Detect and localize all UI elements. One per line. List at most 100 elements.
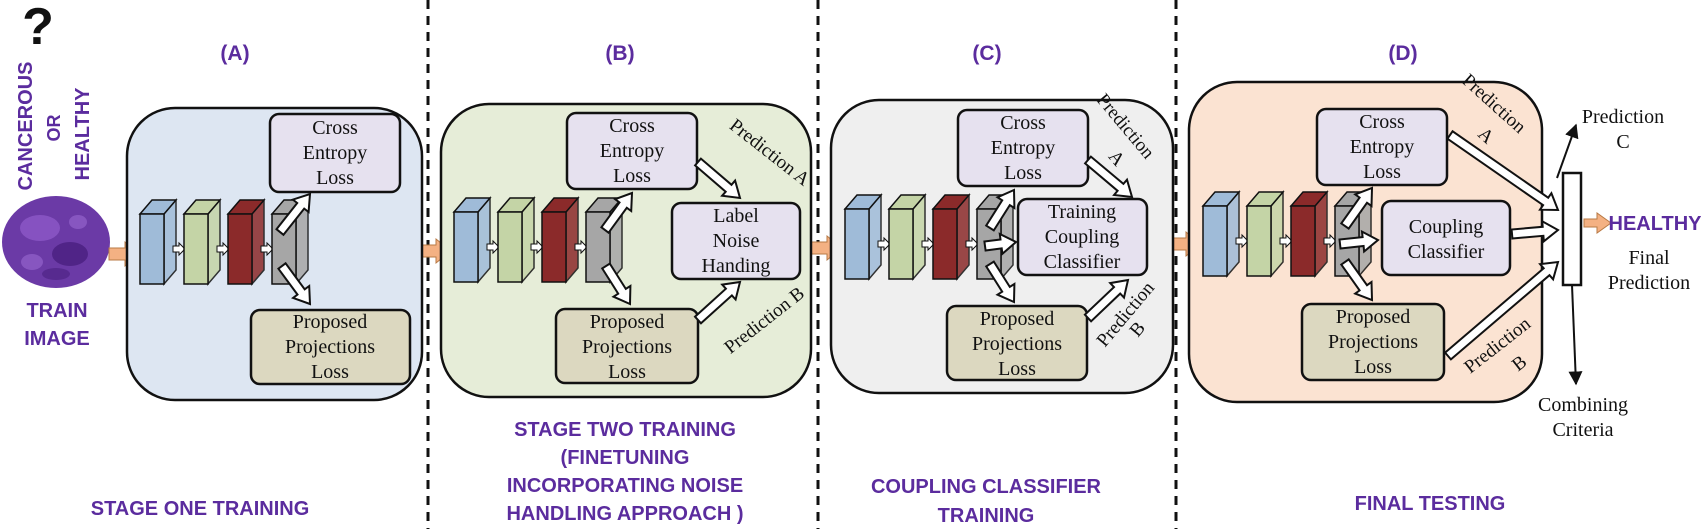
cnn-layer	[844, 208, 870, 280]
cnn-backbone-d	[1201, 189, 1373, 279]
panel-b-stage-title-4: HANDLING APPROACH )	[506, 503, 743, 525]
panel-b-ce-line3: Loss	[613, 165, 651, 187]
panel-d-stage-title: FINAL TESTING	[1355, 493, 1506, 515]
stage-separators	[426, 0, 1178, 529]
panel-d-module-line2: Classifier	[1408, 241, 1485, 263]
train-label-line1: TRAIN	[26, 300, 87, 322]
panel-b-ce-line2: Entropy	[600, 140, 664, 162]
cnn-layer	[139, 213, 165, 285]
flow-arrow	[600, 191, 634, 235]
flow-arrow	[1338, 229, 1380, 254]
panel-c-pp-line1: Proposed	[980, 308, 1054, 330]
cnn-connector-arrow	[216, 241, 230, 257]
panel-d-flow-arrows	[1338, 129, 1560, 361]
flow-arrow	[1446, 129, 1560, 212]
flow-arrow	[1339, 258, 1374, 302]
prediction-c-line2: C	[1616, 131, 1629, 153]
flow-arrow	[984, 188, 1016, 232]
panel-c-letter: (C)	[972, 42, 1001, 65]
panel-a-ce-line1: Cross	[312, 117, 358, 139]
flow-arrow	[983, 232, 1018, 256]
train-image	[2, 196, 110, 288]
flow-arrow	[600, 262, 632, 306]
cnn-layer	[497, 211, 523, 283]
panel-c-stage-title-1: COUPLING CLASSIFIER	[871, 476, 1102, 498]
cnn-layer	[1202, 205, 1228, 277]
panel-d: (D) Cross Entropy Loss Proposed Projecti…	[1187, 42, 1701, 515]
panel-c-stage-title-2: TRAINING	[938, 505, 1035, 527]
panel-c-module-line1: Training	[1048, 201, 1116, 223]
panel-a-flow-arrows	[275, 192, 312, 306]
combining-criteria-line1: Combining	[1538, 394, 1628, 416]
cnn-connector-arrow	[530, 239, 544, 255]
flow-arrow	[1510, 219, 1560, 244]
cnn-connector-arrow	[1279, 233, 1293, 249]
panel-a-ce-line3: Loss	[316, 167, 354, 189]
panel-b-pp-line2: Projections	[582, 336, 672, 358]
combining-criteria-line2: Criteria	[1552, 419, 1613, 441]
arrow-to-prediction-c	[1556, 123, 1579, 179]
flow-arrow	[277, 261, 312, 306]
panel-c-pp-line3: Loss	[998, 358, 1036, 380]
prediction-c-line1: Prediction	[1582, 106, 1664, 128]
panel-b-ce-line1: Cross	[609, 115, 655, 137]
cnn-connector-arrow	[260, 241, 274, 257]
cnn-layer	[227, 213, 253, 285]
flow-arrow	[693, 157, 742, 200]
panel-c-pp-line2: Projections	[972, 333, 1062, 355]
panel-c-module-line3: Classifier	[1044, 251, 1121, 273]
panel-b-module-line2: Noise	[713, 230, 760, 252]
combiner-bar	[1561, 171, 1583, 287]
flow-arrow	[275, 192, 312, 237]
side-label-healthy: HEALTHY	[72, 87, 94, 181]
panel-a-letter: (A)	[220, 42, 249, 65]
panel-b-module-line3: Handing	[702, 255, 771, 277]
panel-d-coupling-classifier-box	[1380, 199, 1512, 277]
cnn-connector-arrow	[172, 241, 186, 257]
cnn-connector-arrow	[921, 236, 935, 252]
panel-b-stage-title-1: STAGE TWO TRAINING	[514, 419, 736, 441]
panel-d-letter: (D)	[1388, 42, 1417, 65]
panel-b: (B) Cross Entropy Loss Proposed Projecti…	[439, 42, 814, 525]
flow-arrow	[1083, 155, 1134, 199]
panel-b-stage-title-3: INCORPORATING NOISE	[507, 475, 743, 497]
question-mark-icon: ?	[22, 0, 54, 56]
cnn-connector-arrow	[574, 239, 588, 255]
panel-c-projections-box	[945, 304, 1089, 382]
panel-d-module-line1: Coupling	[1409, 216, 1483, 238]
train-label-line2: IMAGE	[24, 328, 90, 350]
panel-d-pp-line2: Projections	[1328, 331, 1418, 353]
flow-arrow	[1443, 260, 1560, 361]
flow-arrow	[1083, 278, 1130, 323]
panel-c-ce-line1: Cross	[1000, 112, 1046, 134]
panel-a-projections-box	[249, 308, 412, 386]
panel-d-pp-line1: Proposed	[1336, 306, 1410, 328]
panel-c-cross-entropy-box	[956, 108, 1090, 188]
cnn-connector-arrow	[1323, 233, 1337, 249]
panel-c-training-coupling-box	[1016, 197, 1149, 277]
panel-a-pp-line2: Projections	[285, 336, 375, 358]
panel-b-stage-title-2: (FINETUNING	[561, 447, 690, 469]
arrow-to-combining-criteria	[1568, 284, 1583, 386]
panel-d-ce-line2: Entropy	[1350, 136, 1414, 158]
output-arrow	[1583, 212, 1612, 234]
panel-c-ce-line2: Entropy	[991, 137, 1055, 159]
flow-arrow	[984, 260, 1016, 304]
panel-d-pp-line3: Loss	[1354, 356, 1392, 378]
cnn-layer	[453, 211, 479, 283]
cnn-layer	[932, 208, 958, 280]
panel-b-label-noise-box	[670, 201, 802, 281]
panel-a-stage-title: STAGE ONE TRAINING	[91, 498, 310, 520]
side-label-or: OR	[44, 114, 64, 141]
final-prediction-line1: Final	[1628, 247, 1670, 269]
panel-d-cross-entropy-box	[1315, 107, 1449, 187]
panel-b-pp-line3: Loss	[608, 361, 646, 383]
cnn-layer	[1290, 205, 1316, 277]
panel-b-flow-arrows	[600, 157, 742, 325]
panel-a: (A) Cross Entropy Loss Proposed Projecti…	[91, 42, 424, 520]
cnn-layer	[183, 213, 209, 285]
final-prediction-line2: Prediction	[1608, 272, 1690, 294]
cnn-layer	[888, 208, 914, 280]
